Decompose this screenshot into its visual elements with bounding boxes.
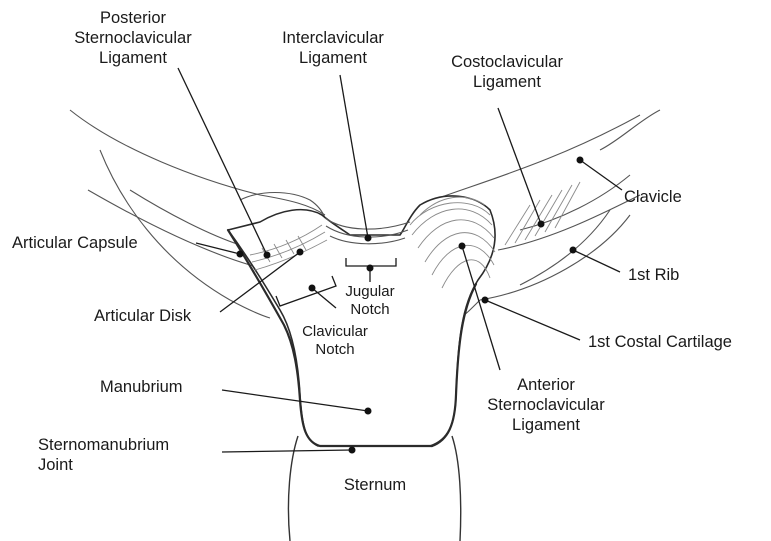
label-articular-capsule: Articular Capsule [12, 233, 138, 253]
leader-posterior-sc [178, 68, 267, 255]
dot-costoclavicular [538, 221, 545, 228]
leader-articular-capsule [196, 243, 240, 254]
leader-clavicle [580, 160, 622, 190]
label-interclavicular-ligament: Interclavicular Ligament [258, 28, 408, 68]
dot-articular-disk [297, 249, 304, 256]
label-articular-disk: Articular Disk [94, 306, 191, 326]
label-first-costal-cartilage: 1st Costal Cartilage [588, 332, 732, 352]
dot-first-costal-cartilage [482, 297, 489, 304]
label-anterior-sc-ligament: Anterior Sternoclavicular Ligament [466, 375, 626, 435]
dot-clavicle [577, 157, 584, 164]
leader-interclavicular [340, 75, 368, 238]
label-sternum: Sternum [320, 475, 430, 495]
leader-first-rib [573, 250, 620, 272]
label-clavicle: Clavicle [624, 187, 682, 207]
dot-manubrium [365, 408, 372, 415]
label-jugular-notch: Jugular Notch [335, 283, 405, 319]
dot-first-rib [570, 247, 577, 254]
dot-sternomanubrium [349, 447, 356, 454]
label-first-rib: 1st Rib [628, 265, 679, 285]
dot-clavicular-notch [309, 285, 316, 292]
label-manubrium: Manubrium [100, 377, 183, 397]
label-posterior-sc-ligament: Posterior Sternoclavicular Ligament [58, 8, 208, 68]
leader-sternomanubrium [222, 450, 352, 452]
leader-costoclavicular [498, 108, 541, 224]
label-clavicular-notch: Clavicular Notch [290, 323, 380, 359]
label-sternomanubrium-joint: Sternomanubrium Joint [38, 435, 178, 475]
dot-jugular-notch [367, 265, 374, 272]
label-costoclavicular-ligament: Costoclavicular Ligament [432, 52, 582, 92]
dot-articular-capsule [237, 251, 244, 258]
dot-interclavicular [365, 235, 372, 242]
dot-posterior-sc [264, 252, 271, 259]
dot-anterior-sc [459, 243, 466, 250]
leader-first-costal-cartilage [485, 300, 580, 340]
